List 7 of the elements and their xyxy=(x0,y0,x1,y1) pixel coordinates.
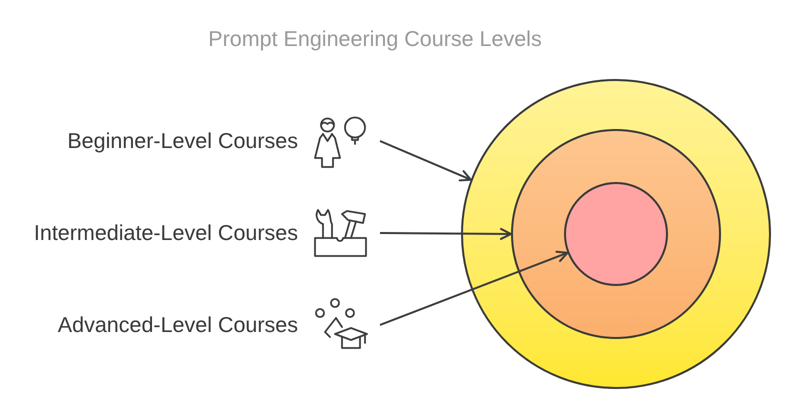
arrow xyxy=(380,250,569,326)
level-label: Beginner-Level Courses xyxy=(67,128,298,154)
arrow xyxy=(380,140,472,182)
level-label: Intermediate-Level Courses xyxy=(34,220,298,246)
arrow xyxy=(380,228,512,240)
diagram-title: Prompt Engineering Course Levels xyxy=(207,26,543,52)
level-label: Advanced-Level Courses xyxy=(58,312,298,338)
